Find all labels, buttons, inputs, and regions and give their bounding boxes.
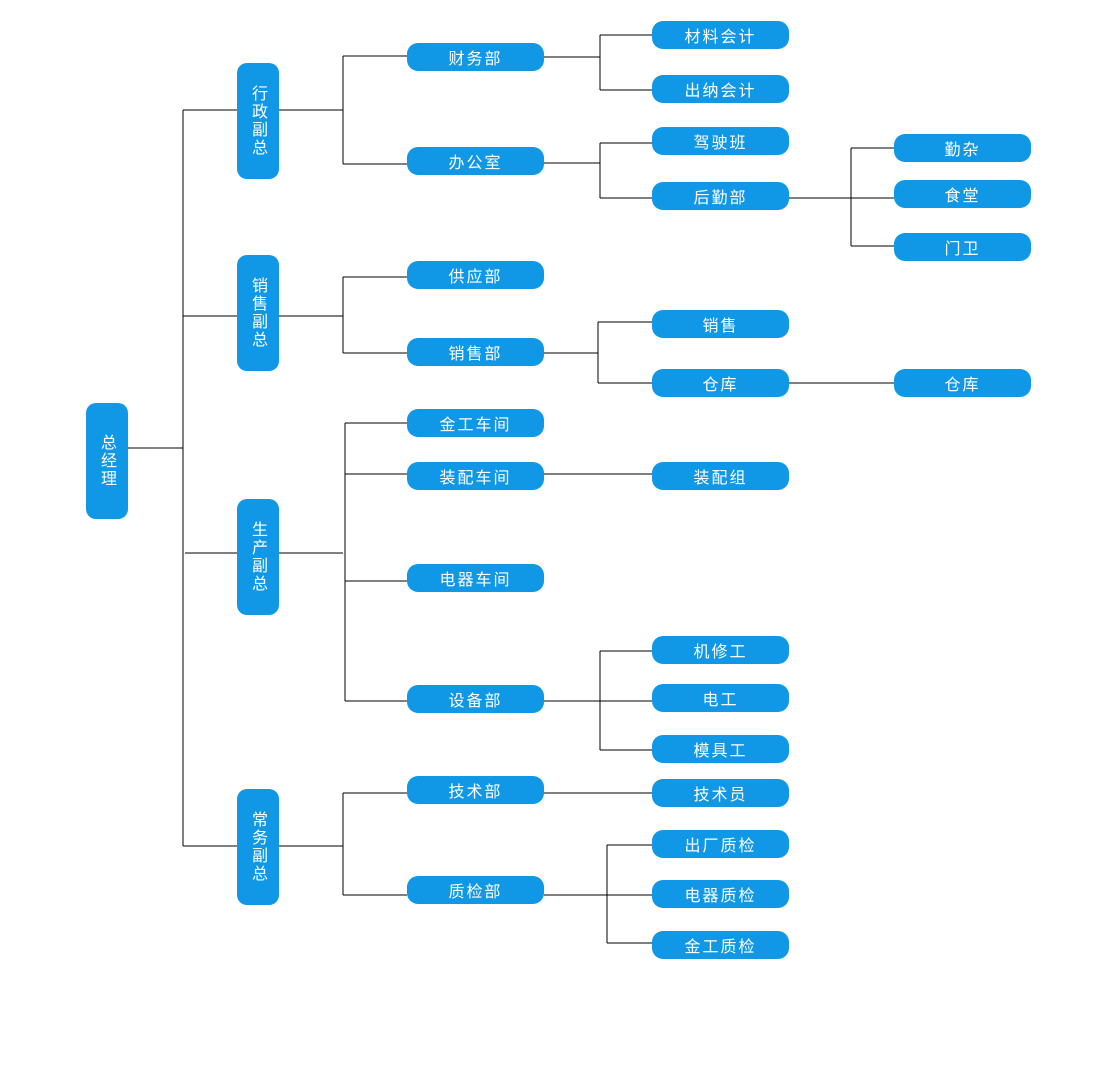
node-finance-dept: 财务部: [407, 43, 544, 71]
node-sales-unit: 销售: [652, 310, 789, 338]
node-outgoing-qc: 出厂质检: [652, 830, 789, 858]
node-warehouse: 仓库: [652, 369, 789, 397]
node-general-manager: 总经理: [86, 403, 128, 519]
node-warehouse-2: 仓库: [894, 369, 1031, 397]
node-misc: 勤杂: [894, 134, 1031, 162]
node-assembly-team: 装配组: [652, 462, 789, 490]
node-sales-dept: 销售部: [407, 338, 544, 366]
node-metal-qc: 金工质检: [652, 931, 789, 959]
node-sales-vp: 销售副总: [237, 255, 279, 371]
node-assembly-workshop: 装配车间: [407, 462, 544, 490]
node-electric-qc: 电器质检: [652, 880, 789, 908]
node-mechanic: 机修工: [652, 636, 789, 664]
node-supply-dept: 供应部: [407, 261, 544, 289]
node-electric-workshop: 电器车间: [407, 564, 544, 592]
node-production-vp: 生产副总: [237, 499, 279, 615]
node-executive-vp: 常务副总: [237, 789, 279, 905]
node-equipment-dept: 设备部: [407, 685, 544, 713]
node-drivers: 驾驶班: [652, 127, 789, 155]
node-mold-worker: 模具工: [652, 735, 789, 763]
node-office: 办公室: [407, 147, 544, 175]
node-qc-dept: 质检部: [407, 876, 544, 904]
node-admin-vp: 行政副总: [237, 63, 279, 179]
node-canteen: 食堂: [894, 180, 1031, 208]
node-material-accounting: 材料会计: [652, 21, 789, 49]
node-guard: 门卫: [894, 233, 1031, 261]
node-logistics: 后勤部: [652, 182, 789, 210]
node-tech-dept: 技术部: [407, 776, 544, 804]
node-technician: 技术员: [652, 779, 789, 807]
node-electrician: 电工: [652, 684, 789, 712]
node-metal-workshop: 金工车间: [407, 409, 544, 437]
node-cashier: 出纳会计: [652, 75, 789, 103]
